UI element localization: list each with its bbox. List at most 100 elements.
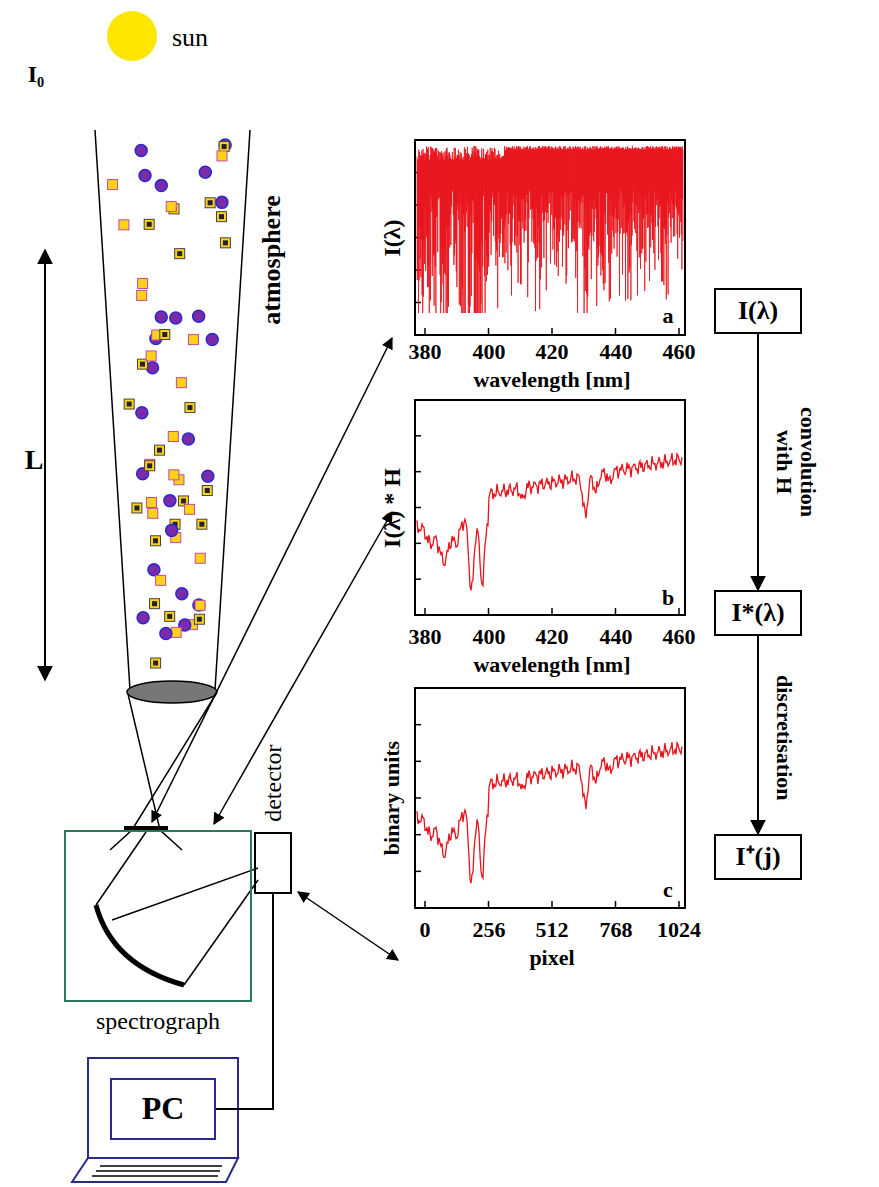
- figure-label: 256: [473, 918, 506, 942]
- axis-tick: [615, 328, 617, 335]
- grating-mirror: [96, 905, 184, 985]
- cone-edge: [215, 130, 250, 690]
- molecule: [182, 433, 194, 445]
- aerosol: [205, 198, 215, 208]
- aerosol: [217, 151, 227, 161]
- axis-tick: [678, 901, 680, 908]
- signal-box: I*(λ): [714, 590, 802, 636]
- figure-label: I(λ): [379, 219, 405, 256]
- aerosol-core: [219, 214, 224, 219]
- figure-label: 460: [663, 340, 696, 364]
- axis-tick: [488, 901, 490, 908]
- node-label: spectrograph: [96, 1008, 220, 1034]
- molecule: [202, 470, 214, 482]
- figure-label: 460: [663, 625, 696, 649]
- axis-tick: [415, 507, 421, 509]
- aerosol-core: [147, 463, 152, 468]
- node-label: I*(λ): [731, 599, 784, 628]
- pc-screen: PC: [110, 1078, 216, 1140]
- signal-box: I⁺(j): [714, 834, 802, 880]
- cone-edge: [95, 130, 130, 690]
- aerosol: [169, 470, 179, 480]
- aerosol-core: [199, 522, 204, 527]
- figure-label: b: [662, 586, 674, 610]
- figure-label: atmosphere: [258, 195, 287, 325]
- aerosol-core: [222, 144, 227, 149]
- keyboard-line: [92, 1175, 218, 1177]
- aerosol: [156, 575, 166, 585]
- molecule: [176, 588, 188, 600]
- molecule: [219, 139, 231, 151]
- aerosol-core: [208, 200, 213, 205]
- axis-tick: [678, 328, 680, 335]
- aerosol-core: [223, 240, 228, 245]
- figure-label: 380: [409, 340, 442, 364]
- aerosol: [132, 503, 142, 513]
- molecule: [147, 362, 159, 374]
- axis-tick: [415, 761, 421, 763]
- axis-tick: [415, 471, 421, 473]
- molecule: [170, 312, 182, 324]
- axis-tick: [415, 578, 421, 580]
- keyboard-line: [96, 1170, 220, 1172]
- aerosol: [217, 212, 227, 222]
- aerosol-core: [147, 222, 152, 227]
- aerosol-core: [187, 405, 192, 410]
- aerosol-core: [127, 402, 132, 407]
- axis-tick: [415, 543, 421, 545]
- molecule: [199, 166, 211, 178]
- leader-arrow: [214, 512, 392, 824]
- molecule: [160, 628, 172, 640]
- aerosol: [202, 485, 212, 495]
- axis-tick: [415, 871, 421, 873]
- figure-label: binary units: [380, 741, 404, 855]
- figure-label: 0: [420, 918, 431, 942]
- molecule: [164, 495, 176, 507]
- figure-label: 380: [409, 625, 442, 649]
- figure-label: a: [663, 304, 674, 328]
- detector-box: detector: [254, 832, 292, 894]
- spectrum-plots: [415, 140, 685, 908]
- lens: [127, 681, 217, 703]
- aerosol-core: [134, 505, 139, 510]
- aerosol: [168, 432, 178, 442]
- laptop-base: [72, 1158, 238, 1182]
- node-label: PC: [142, 1091, 185, 1126]
- aerosol: [144, 219, 154, 229]
- aerosol: [145, 461, 155, 471]
- aerosol: [124, 399, 134, 409]
- axis-tick: [615, 608, 617, 615]
- aerosol: [137, 290, 147, 300]
- molecule: [166, 524, 178, 536]
- molecule: [137, 612, 149, 624]
- axis-tick: [415, 834, 421, 836]
- aerosol-core: [177, 251, 182, 256]
- figure-label: wavelength [nm]: [473, 653, 630, 677]
- edge-label: convolution with H: [772, 402, 820, 522]
- keyboard-line: [100, 1165, 222, 1167]
- axis-tick: [424, 608, 426, 615]
- axis-tick: [551, 901, 553, 908]
- figure-label: 768: [600, 918, 633, 942]
- aerosol: [146, 498, 156, 508]
- figure-label: 420: [536, 625, 569, 649]
- aerosol: [220, 238, 230, 248]
- light-ray: [184, 880, 258, 985]
- convolved-spectrum: [417, 453, 682, 590]
- axis-tick: [678, 608, 680, 615]
- aerosol: [155, 445, 165, 455]
- figure-label: 420: [536, 340, 569, 364]
- molecule: [193, 599, 205, 611]
- molecule: [139, 169, 151, 181]
- axis-tick: [615, 901, 617, 908]
- aerosol: [151, 536, 161, 546]
- molecule: [136, 407, 148, 419]
- molecule: [135, 144, 147, 156]
- aerosol-core: [162, 332, 167, 337]
- raw-spectrum: [417, 146, 683, 313]
- axis-tick: [551, 328, 553, 335]
- sun-symbol: [107, 11, 157, 61]
- molecule: [193, 310, 205, 322]
- figure-label: I(λ) * H: [379, 468, 405, 548]
